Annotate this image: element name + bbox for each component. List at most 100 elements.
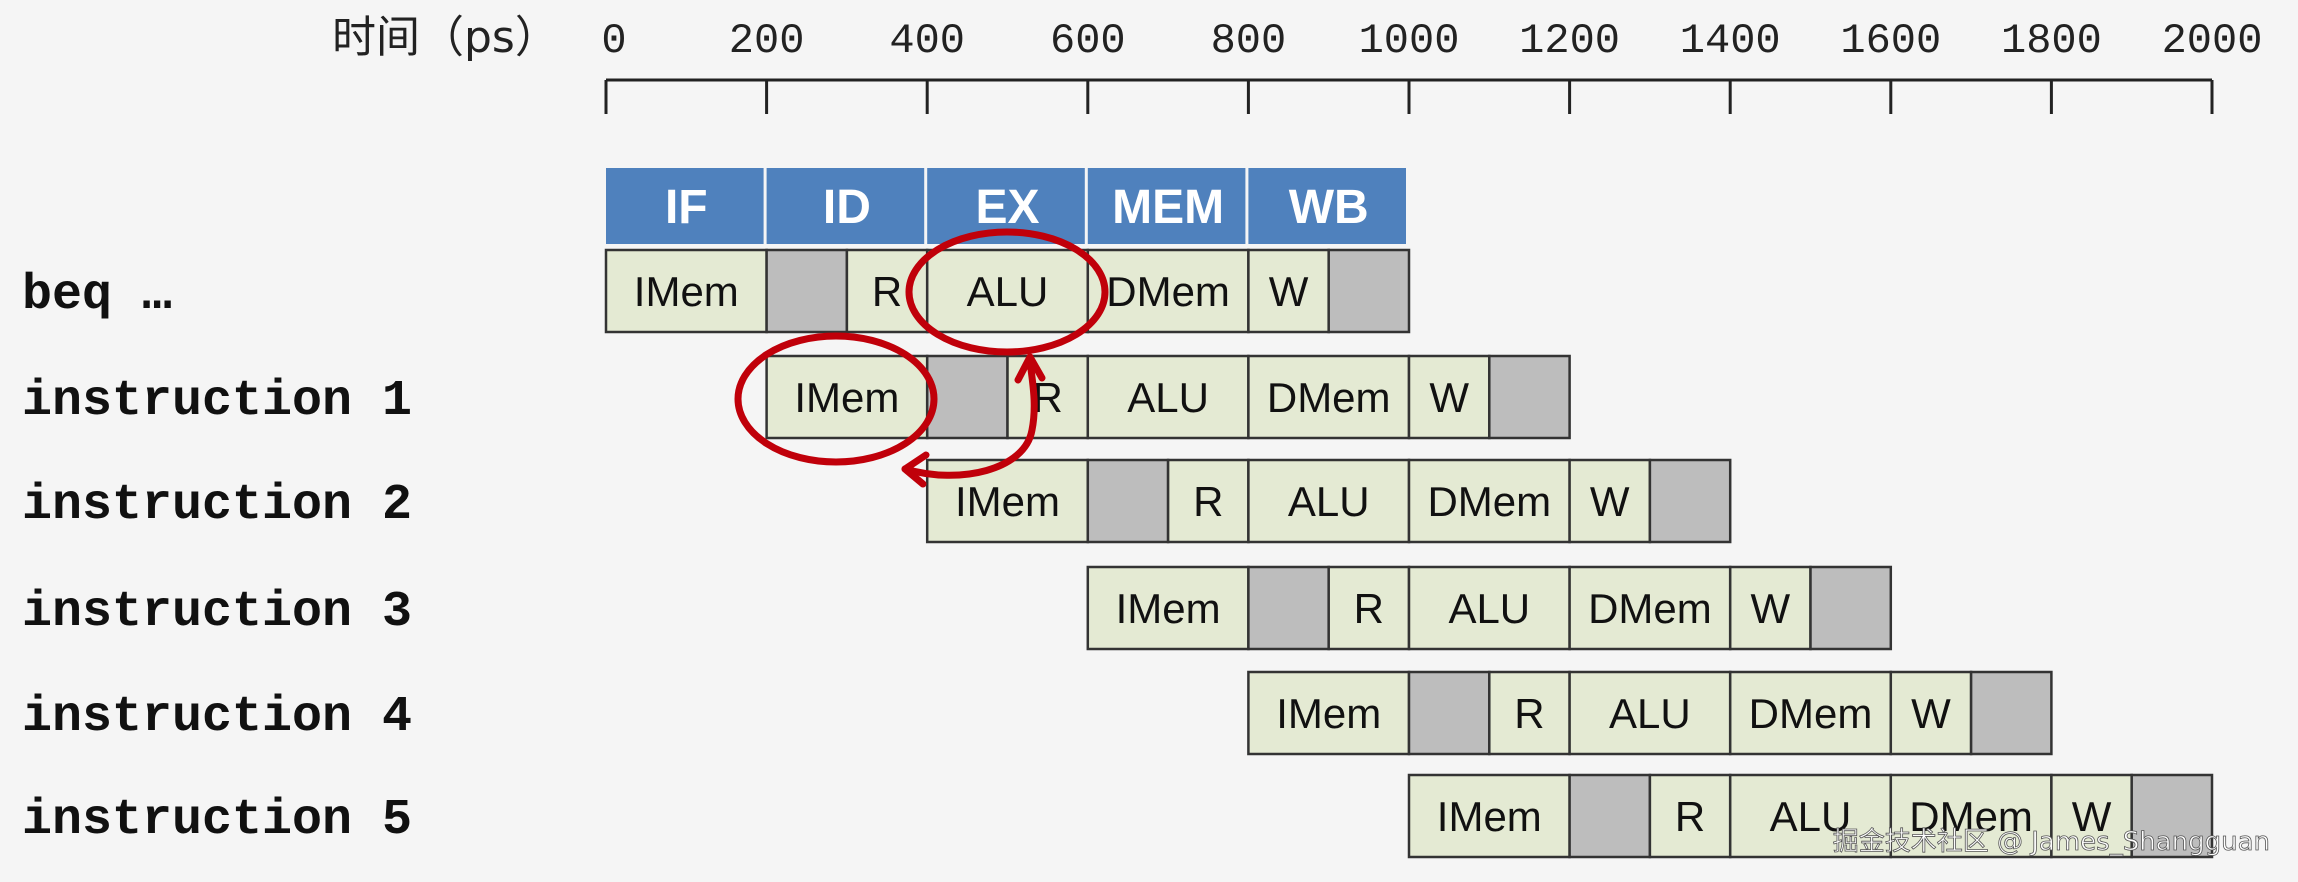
pipeline-stage-label: ALU [1770,793,1852,840]
stage-header-cell [1087,168,1246,244]
pipeline-idle-cell [1407,670,1491,756]
pipeline-stage-label: W [1429,374,1469,421]
pipeline-stage-label: DMem [1267,374,1391,421]
stage-header-label: ID [823,181,871,234]
timeline-tick-label: 1400 [1680,17,1781,65]
pipeline-stage-label: IMem [1276,690,1381,737]
pipeline-stage-label: DMem [1427,478,1551,525]
pipeline-stage-label: DMem [1749,690,1873,737]
instruction-label: beq … [22,267,172,324]
pipeline-idle-cell [1247,565,1330,651]
timeline-tick-label: 1200 [1519,17,1620,65]
stage-header-cell [766,168,925,244]
pipeline-idle-cell [1086,458,1170,544]
instruction-label: instruction 3 [22,584,412,641]
pipeline-stage-label: W [2072,793,2112,840]
pipeline-idle-cell [1488,354,1571,440]
pipeline-stage-cell [925,248,1090,334]
pipeline-stage-cell [1728,670,1893,756]
arrow-head-top [1014,353,1046,384]
timeline-tick-label: 1600 [1840,17,1941,65]
pipeline-stage-label: ALU [1127,374,1209,421]
pipeline-stage-cell [1407,458,1571,544]
pipeline-stage-cell [765,354,929,440]
pipeline-stage-cell [604,248,768,334]
pipeline-stage-label: ALU [1448,585,1530,632]
pipeline-stage-cell [1247,248,1330,334]
timeline-label: 时间（ps） [332,12,559,63]
pipeline-stage-label: ALU [1288,478,1370,525]
pipeline-stage-cell [1568,458,1652,544]
pipeline-stage-cell [1086,248,1250,334]
pipeline-stage-label: IMem [794,374,899,421]
pipeline-idle-cell [1568,773,1652,859]
stage-header-label: WB [1289,181,1369,234]
timeline-tick-label: 600 [1050,17,1126,65]
stage-header: IF ID EX MEM WB [606,168,1406,244]
timeline-tick-label: 400 [889,17,965,65]
pipeline-stage-label: W [1590,478,1630,525]
pipeline-stage-label: W [1269,268,1309,315]
pipeline-stage-cell [1327,565,1411,651]
pipeline-idle-cell [1327,248,1411,334]
pipeline-stage-label: W [1751,585,1791,632]
pipeline-stage-cell [845,248,929,334]
stage-header-cell [606,168,764,244]
pipeline-stage-cell [1728,773,1893,859]
timeline-tick-label: 200 [729,17,805,65]
stage-header-label: MEM [1112,181,1224,234]
pipeline-stage-label: ALU [967,268,1049,315]
instruction-label: instruction 5 [22,792,412,849]
pipeline-stage-cell [1086,354,1250,440]
pipeline-idle-cell [2130,773,2214,859]
instruction-label: instruction 1 [22,373,412,430]
watermark: 掘金技术社区 @ James_Shangguan [1833,827,2270,857]
alu-highlight-circle [905,228,1109,356]
instruction-label: instruction 2 [22,477,412,534]
pipeline-stage-cell [1568,565,1732,651]
timeline-ticks: 0 200 400 600 800 1000 1200 1400 1600 1800 2000 [601,17,2262,114]
timeline-tick-label: 0 [601,17,626,65]
pipeline-stage-cell [1488,670,1571,756]
hazard-highlight [734,228,1109,488]
arrow-head-bottom [901,451,930,488]
pipeline-stage-cell [1407,565,1571,651]
pipeline-stage-label: R [1193,478,1223,525]
pipeline-stage-cell [1648,773,1732,859]
pipeline-stage-label: IMem [955,478,1060,525]
pipeline-stage-cell [1728,565,1812,651]
pipeline-stage-cell [1247,354,1411,440]
pipeline-stage-label: DMem [1588,585,1712,632]
pipeline-stage-label: R [872,268,902,315]
instruction-label: instruction 4 [22,689,412,746]
pipeline-stage-cell [1568,670,1732,756]
pipeline-idle-cell [1648,458,1732,544]
pipeline-stage-label: ALU [1609,690,1691,737]
pipeline-stage-label: IMem [634,268,739,315]
timeline-tick-label: 800 [1211,17,1287,65]
pipeline-stage-cell [1407,773,1571,859]
pipeline-stage-label: IMem [1437,793,1542,840]
pipeline-idle-cell [1969,670,2053,756]
timeline-tick-label: 1000 [1359,17,1460,65]
imem-highlight-circle [734,332,938,466]
timeline-tick-label: 1800 [2001,17,2102,65]
pipeline-idle-cell [765,248,849,334]
pipeline-stage-label: DMem [1909,793,2033,840]
pipeline-stage-cell [1247,670,1411,756]
stage-header-label: IF [665,181,708,234]
stage-header-cell [1248,168,1406,244]
dependency-arrow [901,353,1038,479]
timeline: 时间（ps） 0 200 400 600 800 1000 1200 1400 1600 1800… [332,12,2262,114]
pipeline-stage-label: R [1354,585,1384,632]
pipeline-stage-label: R [1514,690,1544,737]
pipeline-stage-label: R [1675,793,1705,840]
timeline-tick-label: 2000 [2162,17,2263,65]
pipeline-idle-cell [1809,565,1893,651]
pipeline-idle-cell [925,354,1009,440]
stage-header-label: EX [975,181,1039,234]
pipeline-stage-label: IMem [1116,585,1221,632]
pipeline-stage-label: DMem [1106,268,1230,315]
